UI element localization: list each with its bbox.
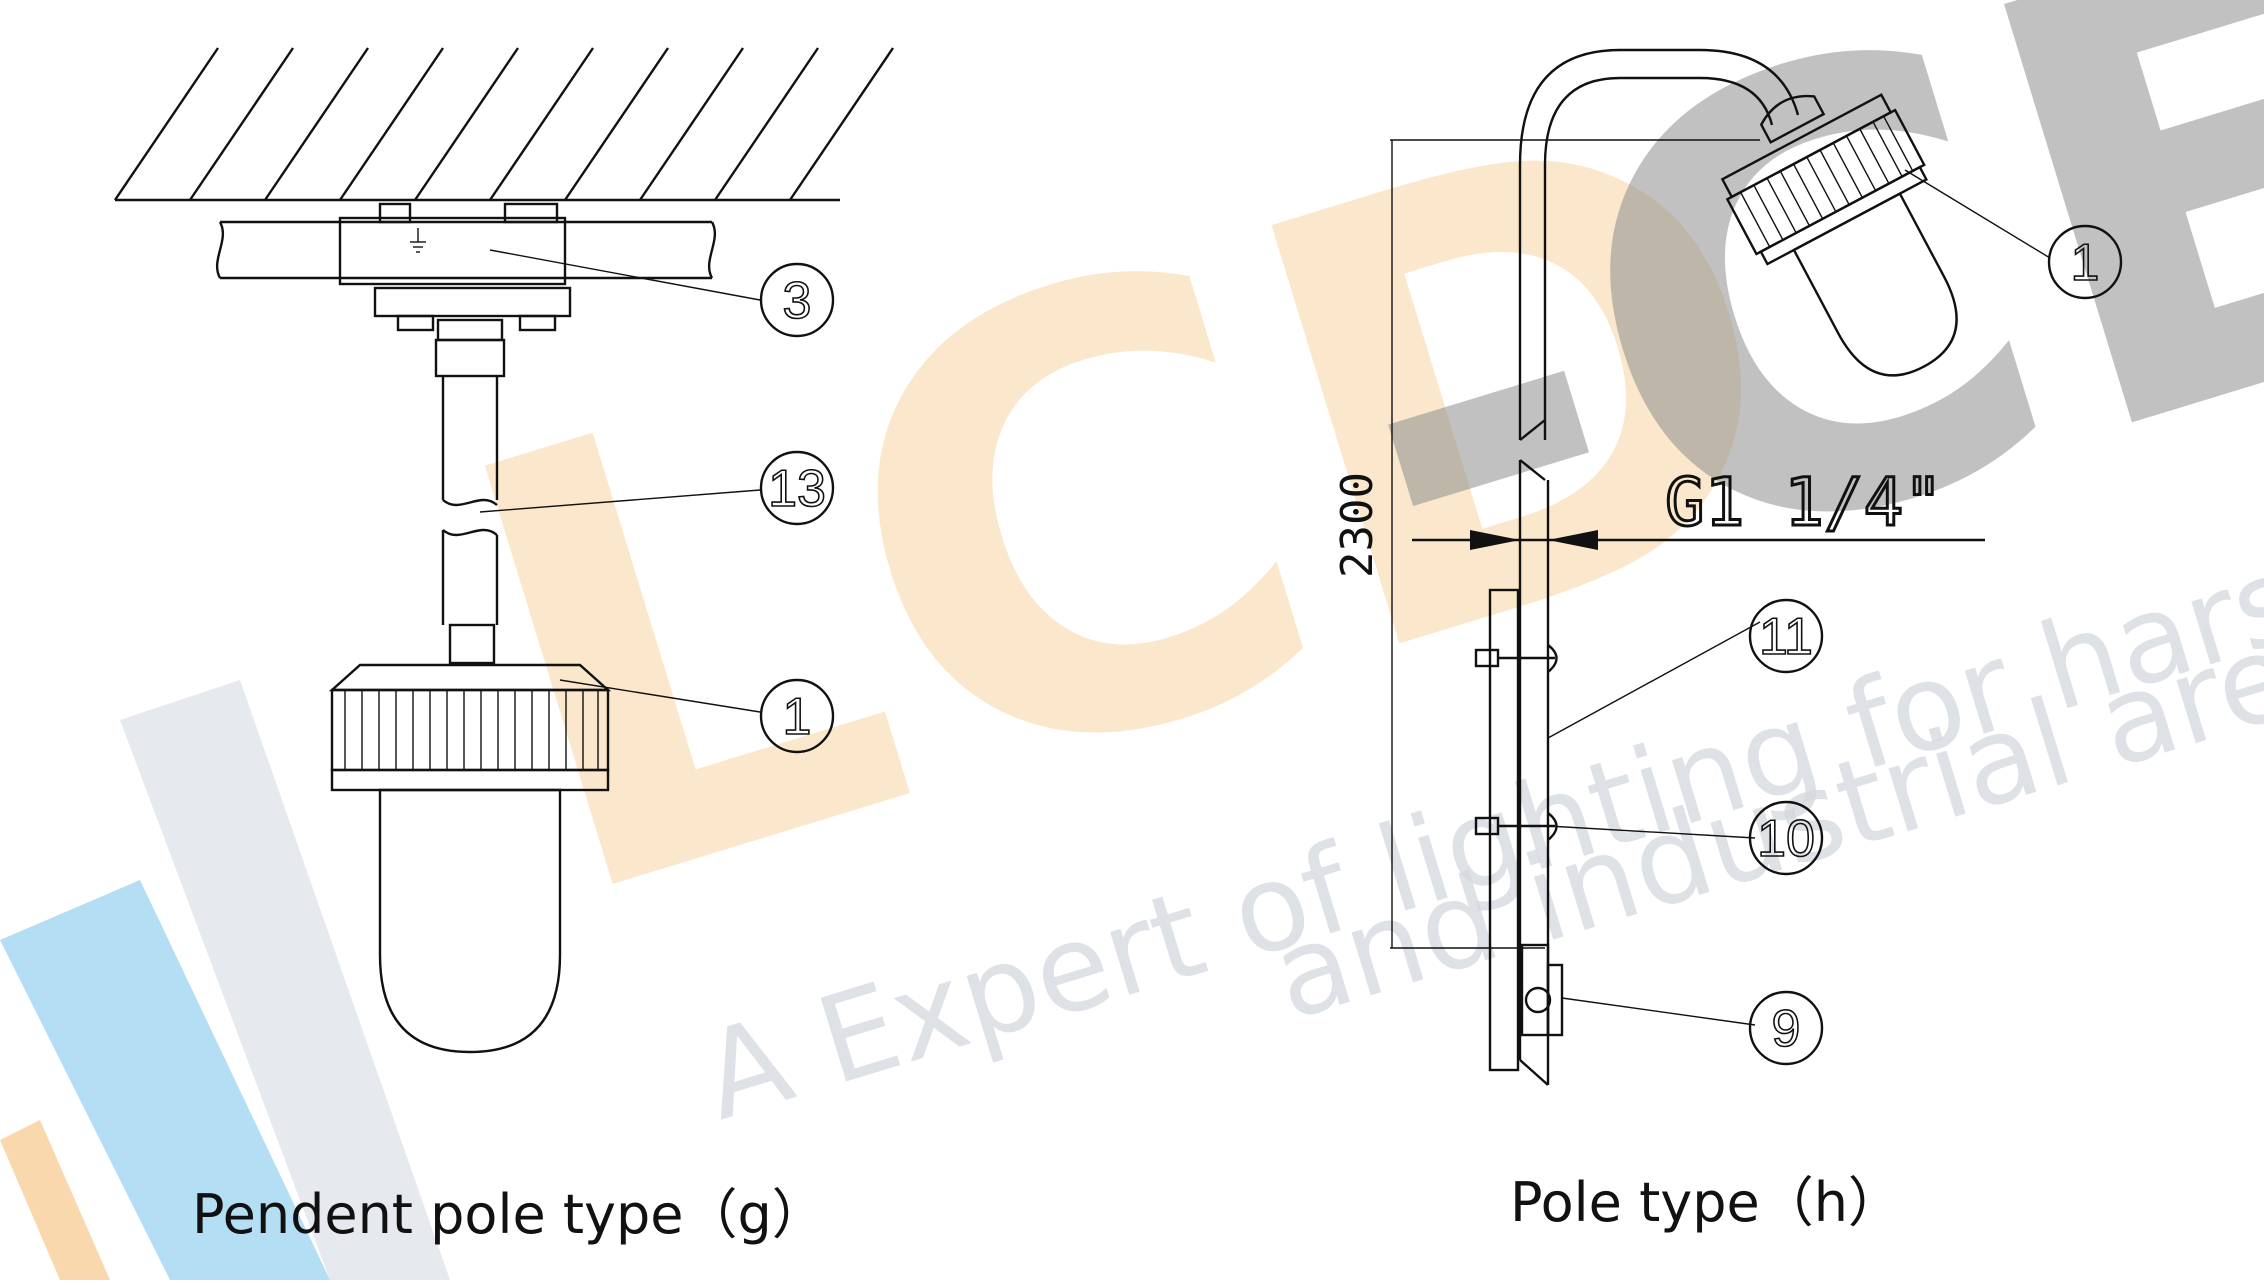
height-dimension: 2300 xyxy=(1332,139,1760,949)
watermark-blue-stripe xyxy=(0,880,330,1280)
callout-1-left-label: 1 xyxy=(783,688,812,746)
callout-10: 10 xyxy=(1748,800,1824,876)
callout-9-label: 9 xyxy=(1772,1000,1801,1058)
callout-11: 11 xyxy=(1748,598,1824,674)
leader-3 xyxy=(489,249,761,301)
leader-10 xyxy=(1547,825,1756,839)
leader-13 xyxy=(479,489,761,513)
pipe-size-dimension: G1 1/4" xyxy=(1412,463,1985,550)
callout-1-right: 1 xyxy=(2047,224,2123,300)
leader-11 xyxy=(1547,621,1761,739)
leader-1-right xyxy=(1904,169,2051,259)
watermark-gray-stripe xyxy=(120,680,450,1280)
watermark-orange-stripe xyxy=(0,1120,110,1280)
luminaire-g xyxy=(328,663,612,1054)
callout-13-label: 13 xyxy=(768,460,826,518)
ceiling-hatch xyxy=(114,47,894,202)
callout-13: 13 xyxy=(759,450,835,526)
luminaire-h xyxy=(1720,93,1958,377)
callout-10-label: 10 xyxy=(1757,810,1815,868)
junction-box xyxy=(338,202,572,342)
height-dimension-value: 2300 xyxy=(1332,472,1383,578)
conduit xyxy=(215,220,717,280)
curved-pole xyxy=(1518,48,1800,481)
leader-9 xyxy=(1561,997,1756,1026)
pendent-pole xyxy=(434,338,506,665)
pipe-size-label: G1 1/4" xyxy=(1665,464,1943,541)
callout-1-left: 1 xyxy=(759,678,835,754)
pole-type-diagram: 2300 G1 1/4" xyxy=(1332,48,2123,1086)
pendent-pole-diagram: 3 13 1 xyxy=(114,47,894,1054)
leader-1-left xyxy=(559,679,761,713)
callout-3: 3 xyxy=(759,262,835,338)
callout-3-label: 3 xyxy=(783,272,812,330)
pole-type-caption: Pole type（h） xyxy=(1510,1171,1902,1234)
pendent-pole-caption: Pendent pole type（g） xyxy=(192,1183,826,1246)
mounting-bracket xyxy=(1474,588,1564,1072)
callout-11-label: 11 xyxy=(1759,608,1813,666)
callout-1-right-label: 1 xyxy=(2071,234,2100,292)
callout-9: 9 xyxy=(1748,990,1824,1066)
